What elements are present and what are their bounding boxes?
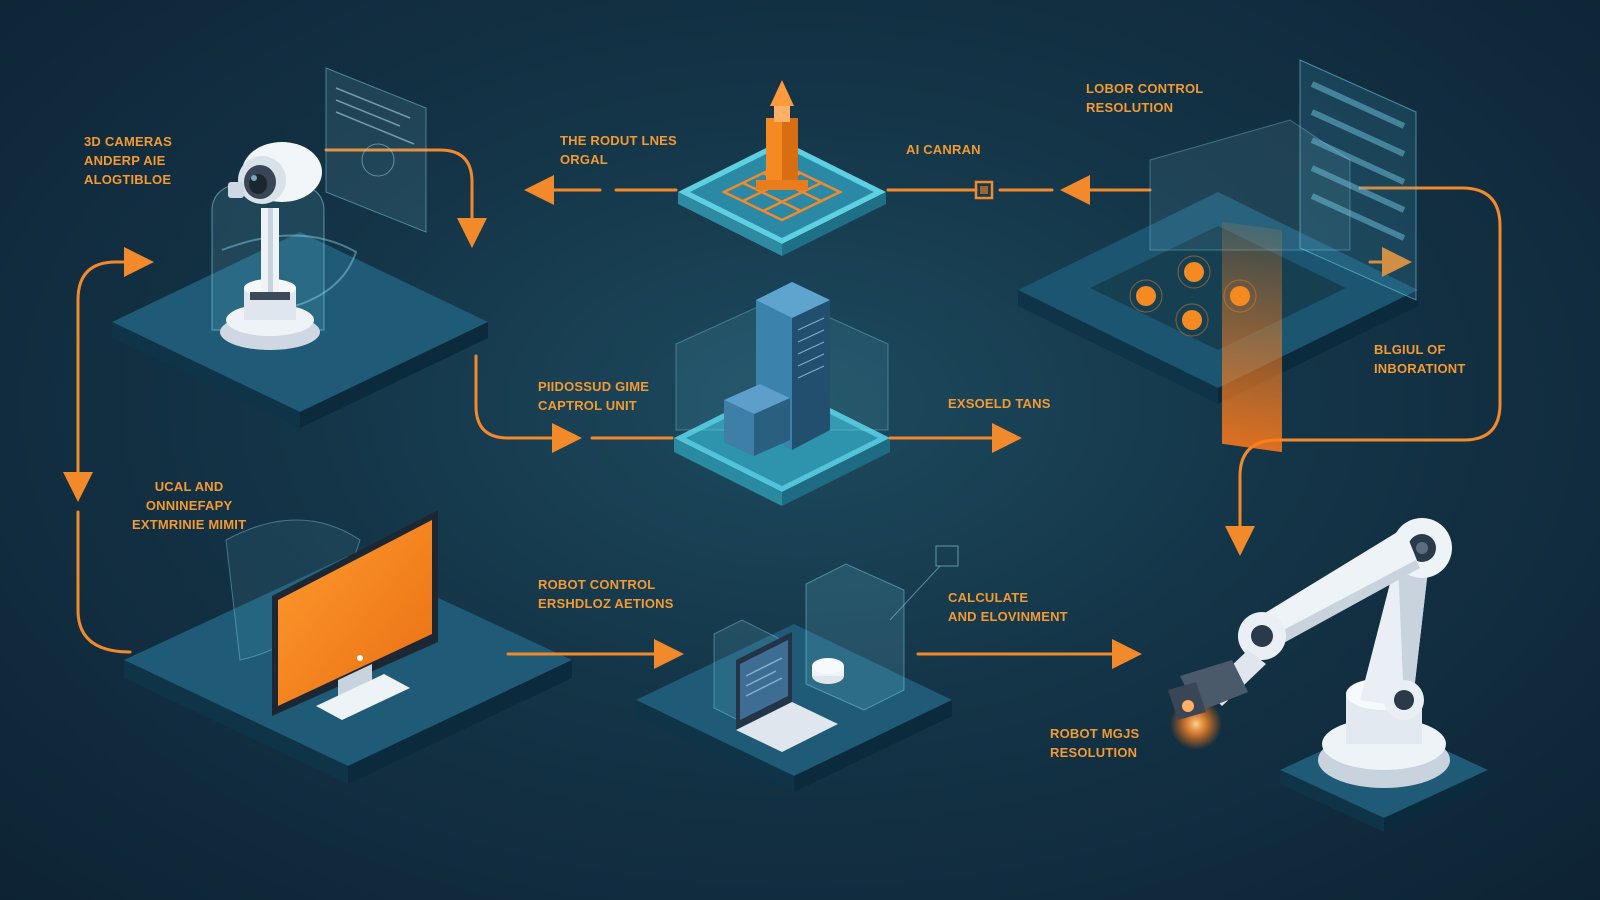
label-line: ALOGTIBLOE <box>84 172 172 187</box>
laptop-workstation-icon <box>713 545 959 752</box>
label-calculate: CALCULATE AND ELOVINMENT <box>948 588 1068 626</box>
label-robot-resolution: ROBOT MGJS RESOLUTION <box>1050 724 1139 762</box>
label-line: ANDERP AIE <box>84 153 166 168</box>
label-line: PIIDOSSUD GIME <box>538 379 650 394</box>
label-line: RESOLUTION <box>1086 100 1174 115</box>
laptop-platform <box>636 624 952 792</box>
label-robot-control-actions: ROBOT CONTROL ERSHDLOZ AETIONS <box>538 575 674 613</box>
label-ai-canran: AI CANRAN <box>906 140 981 159</box>
arrow-camera-to-server <box>474 354 582 453</box>
label-robot-lines: THE RODUT LNES ORGAL <box>560 131 677 169</box>
label-line: AND ELOVINMENT <box>948 609 1068 624</box>
label-lobor-control: LOBOR CONTROL RESOLUTION <box>1086 79 1203 117</box>
label-line: ERSHDLOZ AETIONS <box>538 596 674 611</box>
label-integration: BLGIUL OF INBORATIONT <box>1374 340 1466 378</box>
ai-canran-node <box>974 180 994 200</box>
arrow-left-loop-top <box>76 247 154 332</box>
ai-canran-node-fill <box>980 186 988 194</box>
label-line: ROBOT MGJS <box>1050 726 1140 741</box>
panel-platform <box>1018 192 1418 404</box>
label-processing-unit: PIIDOSSUD GIME CAPTROL UNIT <box>538 377 649 415</box>
arrow-camera-to-down <box>324 148 487 248</box>
label-line: ROBOT CONTROL <box>538 577 656 592</box>
label-line: ORGAL <box>560 152 608 167</box>
label-line: AI CANRAN <box>906 142 981 157</box>
server-rack-icon <box>675 282 889 456</box>
label-line: RESOLUTION <box>1050 745 1138 760</box>
label-line: UCAL AND <box>154 479 224 494</box>
label-line: EXSOELD TANS <box>948 396 1051 411</box>
label-3d-cameras: 3D CAMERAS ANDERP AIE ALOGTIBLOE <box>84 132 172 189</box>
label-line: EXTMRINIE MIMIT <box>132 517 247 532</box>
label-exsoeld-tans: EXSOELD TANS <box>948 394 1051 413</box>
chip-grid-icon <box>721 80 843 222</box>
label-line: CAPTROL UNIT <box>538 398 637 413</box>
label-line: LOBOR CONTROL <box>1086 81 1204 96</box>
label-line: THE RODUT LNES <box>560 133 677 148</box>
robotic-arm-icon <box>1168 518 1452 788</box>
label-local-and: UCAL AND ONNINEFAPY EXTMRINIE MIMIT <box>132 477 246 534</box>
label-line: BLGIUL OF <box>1374 342 1446 357</box>
orange-beam <box>1222 221 1282 453</box>
label-line: CALCULATE <box>948 590 1029 605</box>
chip-platform <box>678 140 886 256</box>
holographic-panel-icon <box>1129 59 1417 453</box>
monitor-icon <box>225 510 438 720</box>
security-camera-icon <box>211 67 427 350</box>
label-line: ONNINEFAPY <box>145 498 233 513</box>
label-line: INBORATIONT <box>1374 361 1466 376</box>
arrow-right-loop <box>1225 186 1502 556</box>
arrow-left-loop-up <box>76 510 132 654</box>
label-line: 3D CAMERAS <box>84 134 172 149</box>
